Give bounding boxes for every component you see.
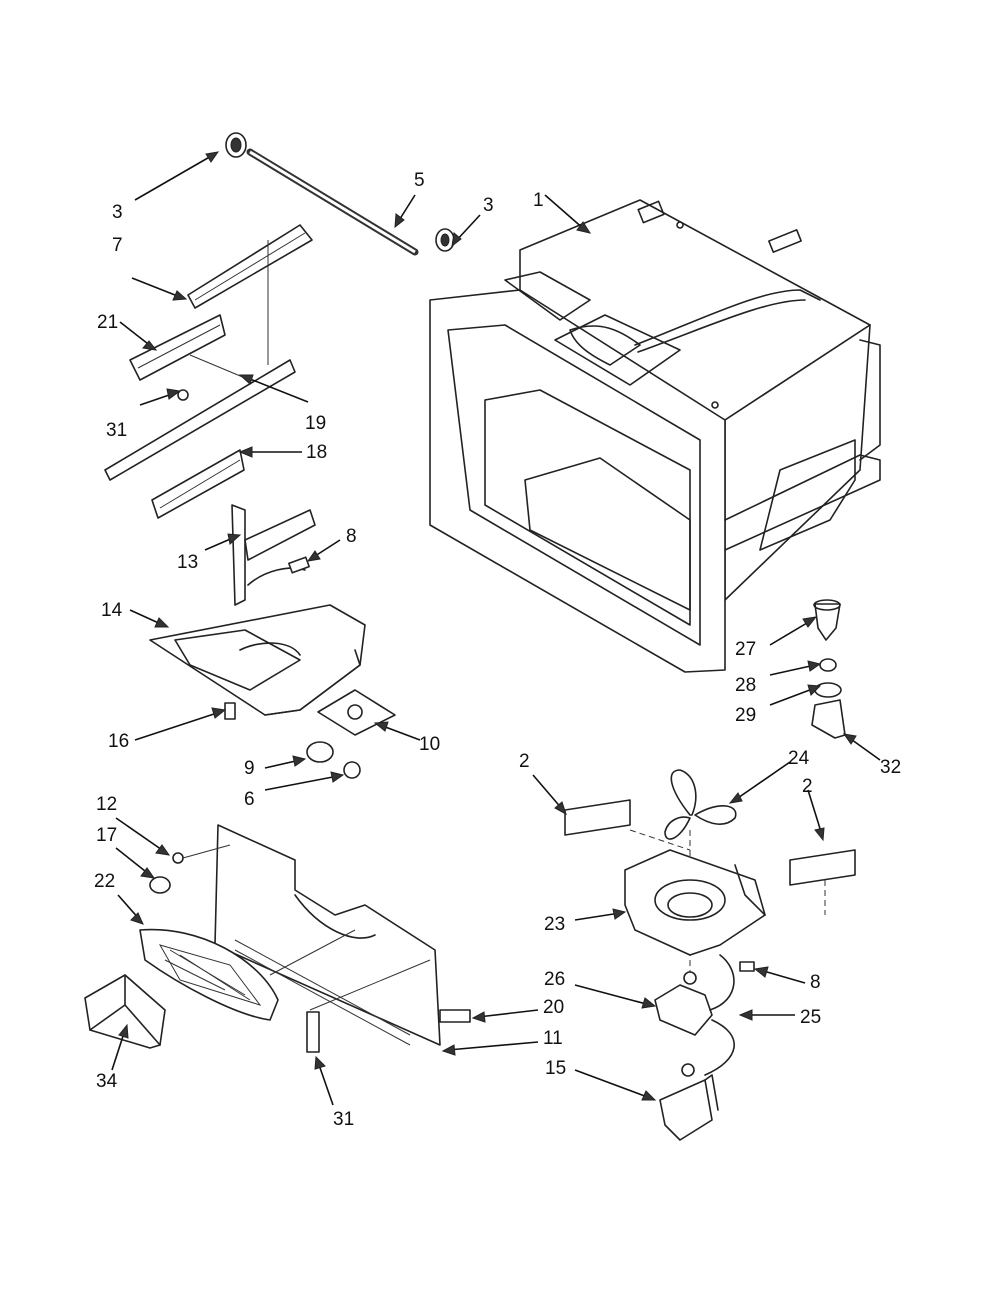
callout-31: 31: [333, 1109, 355, 1130]
callout-17: 17: [96, 825, 118, 846]
callout-16: 16: [108, 731, 130, 752]
callout-2: 2: [519, 751, 530, 772]
part-32-duct: [811, 699, 846, 739]
part-2-pad-left: [564, 799, 631, 836]
callout-15: 15: [545, 1058, 567, 1079]
part-3-gear-top: [225, 132, 247, 158]
part-21-slide: [129, 314, 226, 381]
callout-28: 28: [735, 675, 757, 696]
callout-31: 31: [106, 420, 128, 441]
callout-6: 6: [244, 789, 255, 810]
part-28-ring: [819, 658, 837, 672]
callout-12: 12: [96, 794, 118, 815]
part-31-screw-top: [177, 389, 189, 401]
part-20-strip: [439, 1009, 471, 1023]
part-23-fan-housing: [624, 849, 766, 956]
callout-22: 22: [94, 871, 116, 892]
callout-25: 25: [800, 1007, 822, 1028]
part-13-bracket: [231, 504, 316, 606]
callout-29: 29: [735, 705, 757, 726]
part-5-rod: [246, 148, 419, 256]
part-17-mount: [149, 876, 171, 894]
leader-lines: [111, 151, 881, 1106]
part-7-slide: [187, 224, 313, 309]
callout-5: 5: [414, 170, 425, 191]
callout-21: 21: [97, 312, 119, 333]
part-19-rail: [104, 240, 296, 481]
callout-3: 3: [483, 195, 494, 216]
callout-20: 20: [543, 997, 565, 1018]
callout-13: 13: [177, 552, 199, 573]
callout-32: 32: [880, 757, 902, 778]
callout-10: 10: [419, 734, 441, 755]
part-25-wire: [704, 954, 735, 1076]
part-8-screw-bottom: [739, 961, 755, 972]
part-26-motor: [654, 971, 713, 1036]
part-34-cover: [84, 974, 166, 1049]
callout-11: 11: [543, 1028, 563, 1049]
callout-1: 1: [533, 190, 544, 211]
callout-14: 14: [101, 600, 123, 621]
callout-8: 8: [810, 972, 821, 993]
part-11-rear-panel: [214, 824, 441, 1046]
callout-34: 34: [96, 1071, 118, 1092]
part-15-motor-bracket: [659, 1063, 719, 1141]
part-6-socket: [343, 761, 361, 779]
part-18-slide: [151, 449, 245, 519]
part-16-clip: [224, 702, 236, 720]
part-31-clip-bottom: [306, 1011, 320, 1053]
part-12-screw: [172, 844, 231, 864]
callout-23: 23: [544, 914, 566, 935]
callout-8: 8: [346, 526, 357, 547]
callout-2: 2: [802, 776, 813, 797]
part-1-freezer-liner: [429, 199, 881, 673]
part-2-pad-right: [789, 849, 856, 886]
part-24-fan-blade: [664, 769, 737, 840]
callout-7: 7: [112, 235, 123, 256]
part-3-gear-bottom: [435, 228, 455, 252]
part-8-screw-top: [288, 556, 310, 574]
part-22-grille: [139, 928, 279, 1021]
callout-26: 26: [544, 969, 566, 990]
part-14-tray: [149, 604, 366, 716]
callout-18: 18: [306, 442, 328, 463]
part-29-seal: [814, 682, 842, 698]
callout-3: 3: [112, 202, 123, 223]
part-9-bulb: [306, 741, 334, 763]
callout-9: 9: [244, 758, 255, 779]
callout-19: 19: [305, 413, 327, 434]
callout-24: 24: [788, 748, 810, 769]
part-27-cap: [813, 599, 841, 641]
callout-27: 27: [735, 639, 757, 660]
